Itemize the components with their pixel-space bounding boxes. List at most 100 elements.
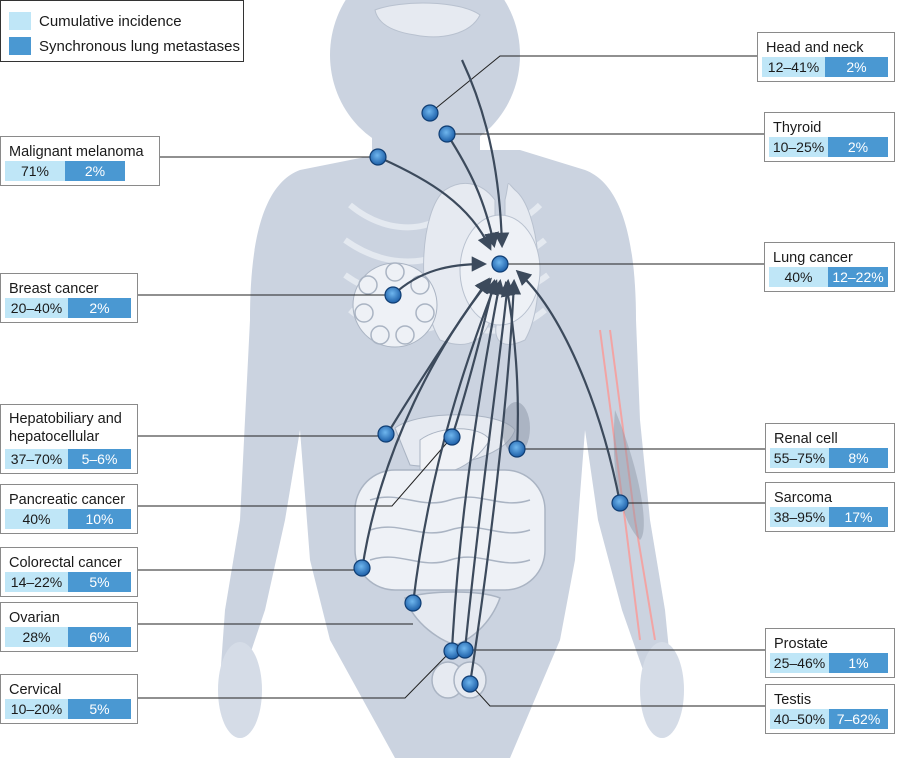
breast-synchronous: 2% bbox=[68, 298, 131, 318]
pancreatic-incidence: 40% bbox=[5, 509, 68, 529]
tumor-renal bbox=[508, 440, 526, 458]
colorectal-name: Colorectal cancer bbox=[9, 555, 122, 571]
label-box-testis: Testis 40–50% 7–62% bbox=[765, 684, 895, 734]
kidney-organ bbox=[502, 402, 530, 454]
lung-name: Lung cancer bbox=[773, 250, 853, 266]
renal-synchronous: 8% bbox=[829, 448, 888, 468]
pancreatic-name: Pancreatic cancer bbox=[9, 492, 126, 508]
pancreatic-bars: 40% 10% bbox=[5, 509, 131, 529]
label-box-head-neck: Head and neck 12–41% 2% bbox=[757, 32, 895, 82]
sarcoma-incidence: 38–95% bbox=[770, 507, 829, 527]
pelvic-organs bbox=[404, 591, 501, 699]
lung-synchronous: 12–22% bbox=[828, 267, 888, 287]
brain-organ bbox=[374, 2, 481, 38]
sarcoma-synchronous: 17% bbox=[829, 507, 888, 527]
tumor-breast bbox=[384, 286, 402, 304]
hepato-incidence: 37–70% bbox=[5, 449, 68, 469]
headneck-synchronous: 2% bbox=[825, 57, 888, 77]
hepato-name-line2: hepatocellular bbox=[9, 429, 100, 445]
ovarian-incidence: 28% bbox=[5, 627, 68, 647]
tumor-sarcoma bbox=[611, 494, 629, 512]
metastasis-arrows bbox=[360, 59, 622, 685]
label-box-cervical: Cervical 10–20% 5% bbox=[0, 674, 138, 724]
label-box-thyroid: Thyroid 10–25% 2% bbox=[764, 112, 895, 162]
breast-organ bbox=[352, 262, 438, 348]
hands bbox=[218, 642, 684, 738]
ovarian-name: Ovarian bbox=[9, 610, 60, 626]
label-box-hepato: Hepatobiliary and hepatocellular 37–70% … bbox=[0, 404, 138, 474]
melanoma-bars: 71% 2% bbox=[5, 161, 153, 181]
tumor-thyroid bbox=[438, 125, 456, 143]
intestines bbox=[354, 469, 546, 591]
tumor-melanoma bbox=[369, 148, 387, 166]
pancreatic-synchronous: 10% bbox=[68, 509, 131, 529]
prostate-incidence: 25–46% bbox=[770, 653, 829, 673]
legend: Cumulative incidence Synchronous lung me… bbox=[0, 0, 244, 62]
cervical-incidence: 10–20% bbox=[5, 699, 68, 719]
lung-incidence: 40% bbox=[769, 267, 829, 287]
label-box-pancreatic: Pancreatic cancer 40% 10% bbox=[0, 484, 138, 534]
thyroid-synchronous: 2% bbox=[828, 137, 888, 157]
label-box-prostate: Prostate 25–46% 1% bbox=[765, 628, 895, 678]
legend-item-cumulative: Cumulative incidence bbox=[9, 11, 182, 31]
sarcoma-name: Sarcoma bbox=[774, 490, 833, 506]
synchronous-swatch bbox=[9, 37, 31, 55]
cervical-name: Cervical bbox=[9, 682, 62, 698]
thyroid-name: Thyroid bbox=[773, 120, 822, 136]
ovarian-bars: 28% 6% bbox=[5, 627, 131, 647]
lung-bars: 40% 12–22% bbox=[769, 267, 888, 287]
tumor-lung bbox=[491, 255, 509, 273]
headneck-bars: 12–41% 2% bbox=[762, 57, 888, 77]
leader-lines bbox=[138, 55, 765, 707]
headneck-incidence: 12–41% bbox=[762, 57, 825, 77]
tumor-prostate bbox=[456, 641, 474, 659]
headneck-name: Head and neck bbox=[766, 40, 864, 56]
melanoma-name: Malignant melanoma bbox=[9, 144, 144, 160]
body-silhouette bbox=[220, 0, 672, 758]
colorectal-synchronous: 5% bbox=[68, 572, 131, 592]
testis-name: Testis bbox=[774, 692, 812, 708]
cervical-bars: 10–20% 5% bbox=[5, 699, 131, 719]
prostate-name: Prostate bbox=[774, 636, 828, 652]
sarcoma-bars: 38–95% 17% bbox=[770, 507, 888, 527]
hepato-bars: 37–70% 5–6% bbox=[5, 449, 131, 469]
breast-name: Breast cancer bbox=[9, 281, 99, 297]
label-box-breast: Breast cancer 20–40% 2% bbox=[0, 273, 138, 323]
testis-incidence: 40–50% bbox=[770, 709, 829, 729]
label-box-lung: Lung cancer 40% 12–22% bbox=[764, 242, 895, 292]
legend-item-synchronous: Synchronous lung metastases bbox=[9, 36, 240, 56]
arm-muscle bbox=[599, 329, 656, 641]
breast-bars: 20–40% 2% bbox=[5, 298, 131, 318]
prostate-synchronous: 1% bbox=[829, 653, 888, 673]
tumor-markers bbox=[353, 104, 629, 693]
ovarian-synchronous: 6% bbox=[68, 627, 131, 647]
legend-synchronous-label: Synchronous lung metastases bbox=[39, 37, 240, 55]
testis-synchronous: 7–62% bbox=[829, 709, 888, 729]
label-box-renal: Renal cell 55–75% 8% bbox=[765, 423, 895, 473]
label-box-colorectal: Colorectal cancer 14–22% 5% bbox=[0, 547, 138, 597]
renal-name: Renal cell bbox=[774, 431, 838, 447]
melanoma-synchronous: 2% bbox=[65, 161, 125, 181]
label-box-sarcoma: Sarcoma 38–95% 17% bbox=[765, 482, 895, 532]
label-box-melanoma: Malignant melanoma 71% 2% bbox=[0, 136, 160, 186]
label-box-ovarian: Ovarian 28% 6% bbox=[0, 602, 138, 652]
renal-bars: 55–75% 8% bbox=[770, 448, 888, 468]
tumor-hepato bbox=[377, 425, 395, 443]
tumor-pancreatic bbox=[443, 428, 461, 446]
cervical-synchronous: 5% bbox=[68, 699, 131, 719]
testis-bars: 40–50% 7–62% bbox=[770, 709, 888, 729]
thyroid-incidence: 10–25% bbox=[769, 137, 829, 157]
hepato-synchronous: 5–6% bbox=[68, 449, 131, 469]
legend-cumulative-label: Cumulative incidence bbox=[39, 12, 182, 30]
tumor-head-neck bbox=[421, 104, 439, 122]
prostate-bars: 25–46% 1% bbox=[770, 653, 888, 673]
breast-incidence: 20–40% bbox=[5, 298, 68, 318]
cumulative-swatch bbox=[9, 12, 31, 30]
tumor-ovarian bbox=[404, 594, 422, 612]
renal-incidence: 55–75% bbox=[770, 448, 829, 468]
hepato-name-line1: Hepatobiliary and bbox=[9, 411, 122, 427]
colorectal-bars: 14–22% 5% bbox=[5, 572, 131, 592]
colorectal-incidence: 14–22% bbox=[5, 572, 68, 592]
tumor-colorectal bbox=[353, 559, 371, 577]
